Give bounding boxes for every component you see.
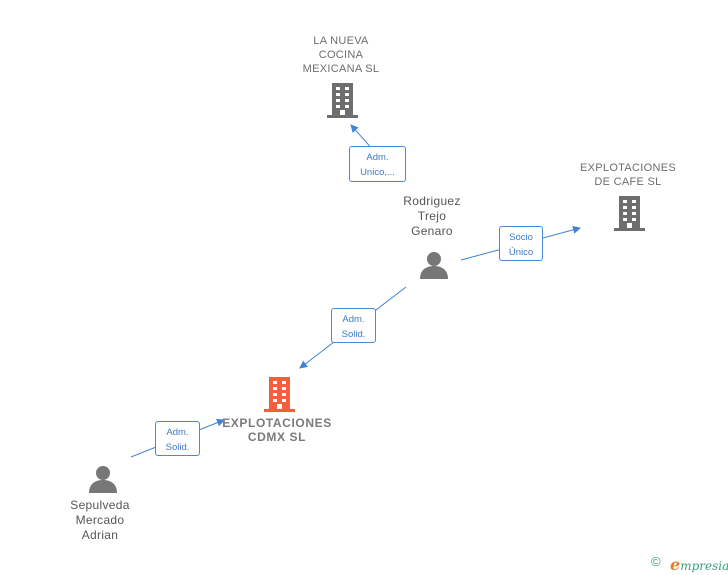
edge-label-adm-solid-sepulveda[interactable]: Adm. Solid. bbox=[155, 421, 200, 456]
building-icon-highlighted[interactable] bbox=[263, 376, 296, 412]
company-label-explotaciones-de-cafe[interactable]: EXPLOTACIONES DE CAFE SL bbox=[563, 161, 693, 189]
edge-label-line: Adm. bbox=[342, 314, 365, 325]
label-line: DE CAFE SL bbox=[594, 176, 662, 188]
copyright-icon: © bbox=[651, 554, 661, 569]
edge-label-line: Unico,... bbox=[360, 167, 395, 178]
edge-label-line: Adm. bbox=[366, 152, 389, 163]
person-label-sepulveda[interactable]: Sepulveda Mercado Adrian bbox=[54, 498, 146, 543]
label-line: CDMX SL bbox=[247, 430, 307, 444]
edge-label-adm-unico[interactable]: Adm. Unico,... bbox=[349, 146, 406, 182]
edge-label-line: Solid. bbox=[341, 329, 366, 340]
person-icon[interactable] bbox=[88, 465, 118, 493]
edge-label-line: Adm. bbox=[166, 427, 189, 438]
brand-initial: e bbox=[670, 555, 681, 574]
label-line: Rodriguez bbox=[403, 194, 461, 208]
label-line: LA NUEVA bbox=[313, 35, 369, 47]
label-line: Adrian bbox=[81, 528, 119, 542]
label-line: COCINA bbox=[318, 49, 364, 61]
person-label-rodriguez[interactable]: Rodriguez Trejo Genaro bbox=[386, 194, 478, 239]
label-line: MEXICANA SL bbox=[302, 63, 380, 75]
label-line: Sepulveda bbox=[70, 498, 130, 512]
label-line: EXPLOTACIONES bbox=[222, 416, 332, 430]
empresia-logo[interactable]: empresia bbox=[670, 555, 728, 574]
edge-label-line: Único bbox=[508, 247, 534, 258]
building-icon[interactable] bbox=[613, 195, 646, 231]
label-line: EXPLOTACIONES bbox=[580, 162, 676, 174]
edge-label-adm-solid-rodriguez[interactable]: Adm. Solid. bbox=[331, 308, 376, 343]
company-label-explotaciones-cdmx[interactable]: EXPLOTACIONES CDMX SL bbox=[212, 416, 342, 444]
company-label-la-nueva-cocina[interactable]: LA NUEVA COCINA MEXICANA SL bbox=[281, 34, 401, 76]
brand-name: mpresia bbox=[680, 559, 728, 573]
person-icon[interactable] bbox=[419, 251, 449, 279]
label-line: Mercado bbox=[75, 513, 125, 527]
label-line: Genaro bbox=[411, 224, 453, 238]
edge-label-line: Solid. bbox=[165, 442, 190, 453]
label-line: Trejo bbox=[417, 209, 447, 223]
edge-label-socio-unico[interactable]: Socio Único bbox=[499, 226, 543, 261]
edge-label-line: Socio bbox=[509, 232, 533, 243]
building-icon[interactable] bbox=[326, 82, 359, 118]
